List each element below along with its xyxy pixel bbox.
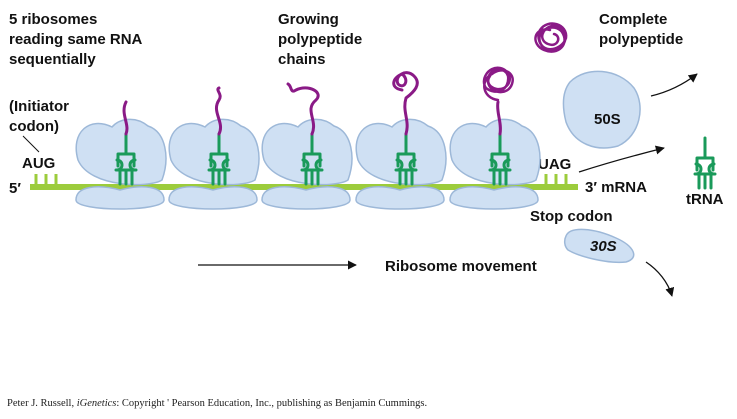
complete-polypeptide xyxy=(534,22,568,53)
ribosome-2 xyxy=(168,86,260,210)
trna-label: tRNA xyxy=(686,191,724,208)
ribosome-small-subunit xyxy=(75,186,165,210)
polypeptide-chain xyxy=(392,71,419,136)
small-subunit-30s xyxy=(563,228,635,264)
credit-book-title: iGenetics xyxy=(76,398,117,409)
ribosome-1 xyxy=(75,100,167,210)
mrna-strand xyxy=(30,174,578,190)
ribosome-3 xyxy=(261,82,353,210)
free-trna-icon xyxy=(693,136,717,190)
initiator-codon-label: (Initiator codon) xyxy=(9,98,69,153)
polypeptide-chain xyxy=(496,100,502,136)
ribosome-movement-label: Ribosome movement xyxy=(385,258,537,275)
growing-label-line3: chains xyxy=(278,51,326,68)
copyright-credit: Peter J. Russell, iGenetics: Copyright '… xyxy=(7,398,427,409)
ribosome-large-subunit xyxy=(168,118,260,186)
ribosomes-label-line3: sequentially xyxy=(9,51,96,68)
complete-label-line2: polypeptide xyxy=(599,31,683,48)
ribosomes-label-line2: reading same RNA xyxy=(9,31,143,48)
ribosome-small-subunit xyxy=(261,186,351,210)
stop-codon-sequence: UAG xyxy=(538,156,571,173)
ribosome-large-subunit xyxy=(75,118,167,186)
credit-author: Peter J. Russell, xyxy=(7,398,77,409)
polypeptide-chain xyxy=(122,100,129,136)
polypeptide-chain xyxy=(286,82,320,136)
ribosome-small-subunit xyxy=(449,186,539,210)
complete-label-line1: Complete xyxy=(599,11,667,28)
five-prime-label: 5′ xyxy=(9,180,21,197)
ribosome-small-subunit xyxy=(355,186,445,210)
initiator-label-line1: (Initiator xyxy=(9,98,69,115)
arrow-to-30s-release xyxy=(645,261,675,297)
complete-polypeptide-label: Complete polypeptide xyxy=(599,11,683,48)
ribosome-small-subunit xyxy=(168,186,258,210)
initiator-leader-line xyxy=(22,135,40,153)
ribosomes-label-line1: 5 ribosomes xyxy=(9,11,97,28)
arrow-to-trna-release xyxy=(578,145,665,173)
polypeptide-chain xyxy=(214,86,222,136)
growing-chains-label: Growing polypeptide chains xyxy=(278,11,362,68)
ribosome-large-subunit xyxy=(449,118,541,186)
small-subunit-label: 30S xyxy=(590,238,617,255)
ribosome-large-subunit xyxy=(261,118,353,186)
ribosome-5 xyxy=(449,66,541,210)
large-subunit-label: 50S xyxy=(594,111,621,128)
initiator-label-line2: codon) xyxy=(9,118,59,135)
ribosome-large-subunit xyxy=(355,118,447,186)
ribosomes-label: 5 ribosomes reading same RNA sequentiall… xyxy=(9,11,143,68)
credit-rest: : Copyright ' Pearson Education, Inc., p… xyxy=(116,398,428,409)
polypeptide-coil xyxy=(482,66,514,102)
growing-label-line1: Growing xyxy=(278,11,339,28)
arrow-to-50s-release xyxy=(650,73,698,97)
large-subunit-50s xyxy=(562,70,641,149)
ribosome-4 xyxy=(355,71,447,210)
stop-codon-label: Stop codon xyxy=(530,208,613,225)
growing-label-line2: polypeptide xyxy=(278,31,362,48)
three-prime-mrna-label: 3′ mRNA xyxy=(585,179,647,196)
start-codon-label: AUG xyxy=(22,155,55,172)
